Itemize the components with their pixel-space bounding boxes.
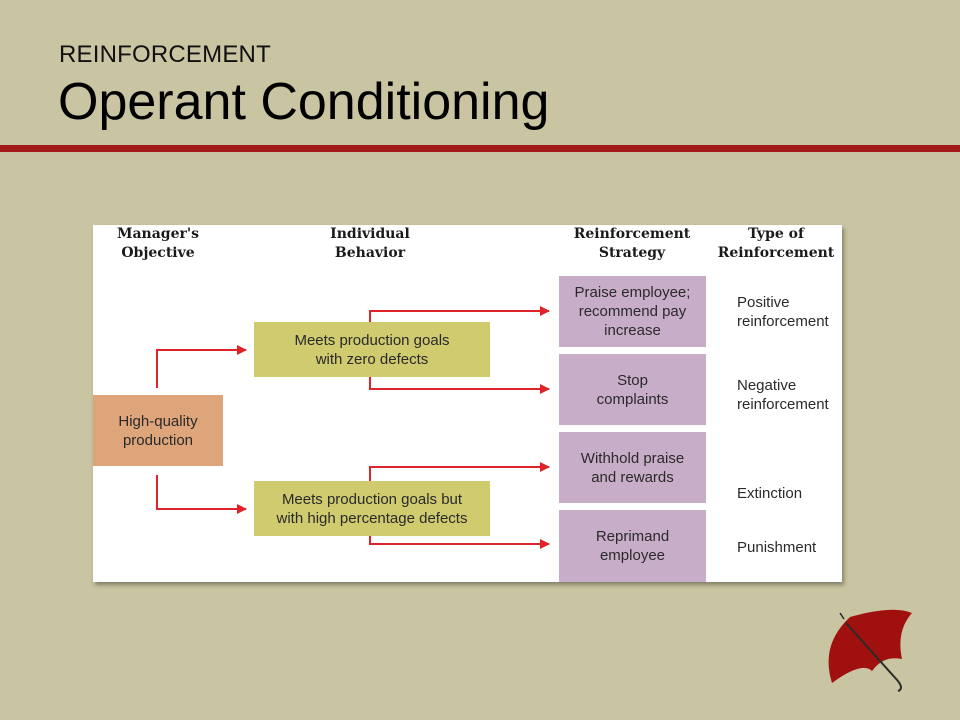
header-line: Type of	[748, 226, 804, 242]
behavior-line: with high percentage defects	[276, 509, 468, 527]
type-line: Punishment	[737, 539, 817, 556]
header-line: Manager's	[116, 226, 200, 242]
header-line: Reinforcement	[573, 226, 691, 242]
strategy-line: Praise employee;	[574, 284, 691, 301]
objective-box: High-quality production	[93, 395, 223, 466]
header-line: Strategy	[598, 245, 666, 261]
arrow-objective-to-behavior-2	[156, 475, 247, 514]
strategy-line: and rewards	[591, 468, 674, 486]
behavior-line: Meets production goals	[294, 331, 450, 349]
slide-title: Operant Conditioning	[58, 73, 550, 131]
strategy-line: recommend pay	[578, 303, 687, 320]
slide-subtitle: REINFORCEMENT	[59, 41, 271, 68]
header-type-of-reinforcement: Type of Reinforcement	[709, 225, 843, 263]
type-punishment: Punishment	[737, 538, 816, 557]
strategy-line: Stop	[617, 371, 648, 389]
type-positive-reinforcement: Positive reinforcement	[737, 293, 829, 331]
type-line: Negative	[737, 377, 797, 394]
strategy-box-praise: Praise employee; recommend pay increase	[559, 276, 706, 347]
behavior-box-zero-defects: Meets production goals with zero defects	[254, 322, 490, 377]
type-line: reinforcement	[737, 313, 829, 330]
strategy-line: employee	[599, 547, 666, 564]
strategy-line: Reprimand	[595, 528, 670, 545]
operant-conditioning-diagram: Manager's Objective Individual Behavior …	[93, 225, 842, 582]
arrow-behavior2-to-strategy3	[369, 462, 550, 481]
type-line: Extinction	[737, 485, 803, 502]
strategy-box-reprimand: Reprimand employee	[559, 510, 706, 582]
arrow-behavior2-to-strategy4	[369, 536, 550, 549]
type-negative-reinforcement: Negative reinforcement	[737, 376, 829, 414]
strategy-box-withhold: Withhold praise and rewards	[559, 432, 706, 503]
strategy-line: increase	[604, 322, 661, 339]
header-line: Reinforcement	[717, 245, 835, 261]
header-line: Behavior	[334, 245, 406, 261]
header-managers-objective: Manager's Objective	[103, 225, 213, 263]
objective-line: High-quality	[118, 412, 198, 430]
behavior-line: Meets production goals but	[281, 490, 463, 508]
objective-line: production	[122, 431, 194, 449]
arrow-behavior1-to-strategy1	[369, 306, 550, 322]
type-extinction: Extinction	[737, 484, 802, 503]
strategy-line: Withhold praise	[580, 449, 685, 467]
strategy-box-stop-complaints: Stop complaints	[559, 354, 706, 425]
type-line: Positive	[737, 294, 790, 311]
header-individual-behavior: Individual Behavior	[300, 225, 440, 263]
behavior-line: with zero defects	[315, 350, 429, 368]
type-line: reinforcement	[737, 396, 829, 413]
header-line: Objective	[121, 245, 195, 261]
header-line: Individual	[330, 226, 410, 242]
arrow-objective-to-behavior-1	[156, 345, 247, 388]
connector-arrows	[156, 306, 550, 549]
title-rule	[0, 145, 960, 152]
behavior-box-high-defects: Meets production goals but with high per…	[254, 481, 490, 536]
header-reinforcement-strategy: Reinforcement Strategy	[553, 225, 711, 263]
arrow-behavior1-to-strategy2	[369, 377, 550, 394]
umbrella-icon	[828, 609, 912, 692]
strategy-line: complaints	[596, 390, 669, 408]
